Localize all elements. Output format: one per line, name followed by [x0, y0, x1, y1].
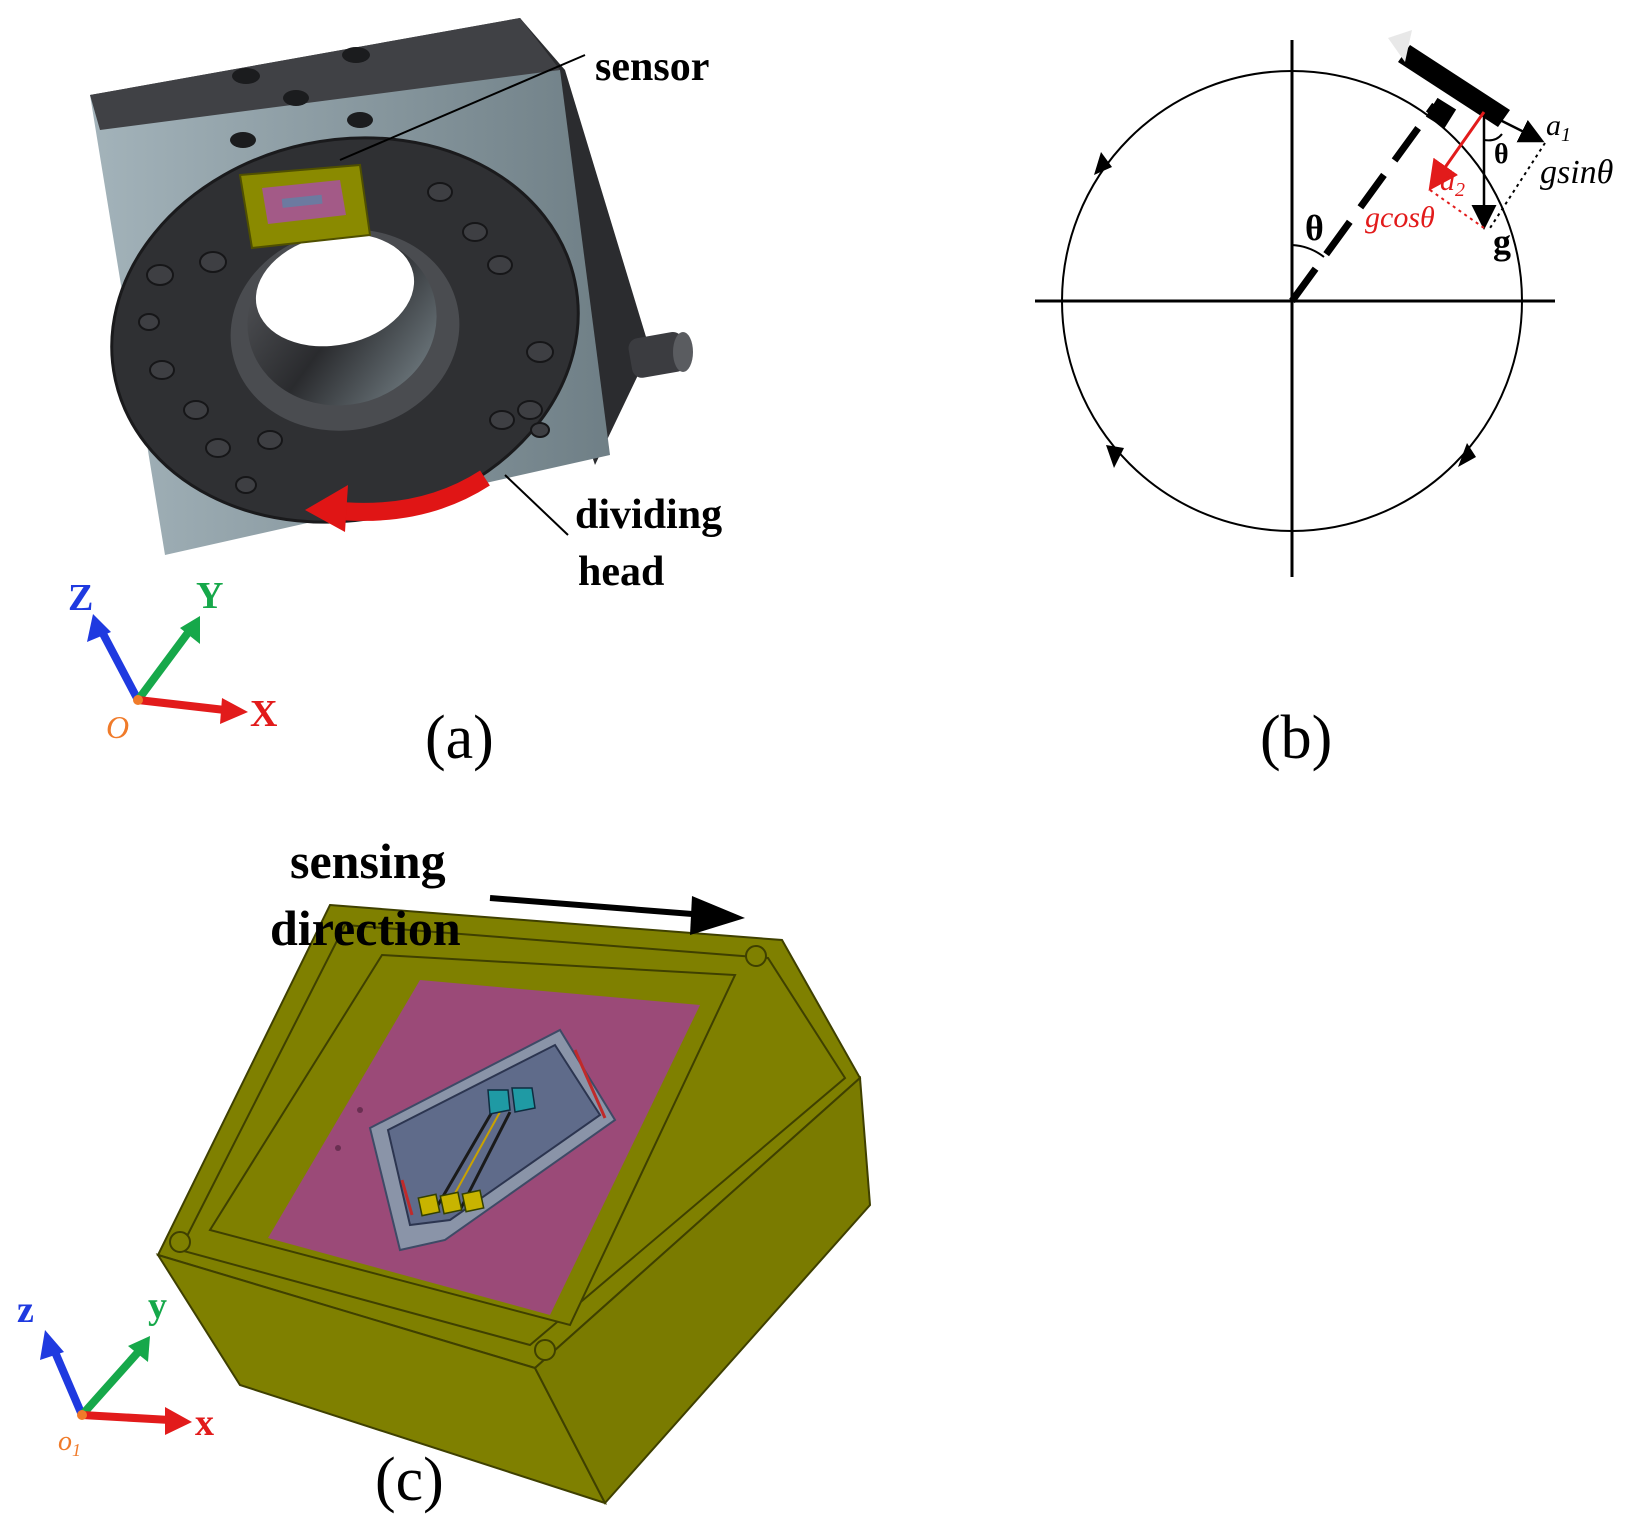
chip-slot-red-left	[400, 1179, 414, 1216]
gsin-label: gsinθ	[1540, 154, 1613, 191]
sensor-chip-inner	[386, 1043, 602, 1227]
sensor-mount	[1425, 97, 1457, 129]
origin-dot-c	[77, 1410, 87, 1420]
flange-bore-hole	[255, 233, 415, 347]
caption-a: (a)	[425, 704, 494, 772]
axis-y-label: Y	[196, 575, 223, 617]
pcb-holes	[335, 1107, 363, 1151]
direction-label: direction	[270, 900, 461, 956]
a1-vector	[1483, 110, 1545, 143]
housing-right-face	[533, 1075, 872, 1505]
dashed-radius	[1289, 102, 1438, 304]
panel-c: sensing direction z y x o1 (c)	[17, 833, 872, 1514]
projection-gsin	[1489, 142, 1546, 229]
g-label: g	[1493, 222, 1511, 262]
theta-arc-sensor	[1483, 133, 1503, 142]
origin-dot	[133, 695, 143, 705]
sensor-pads-top	[487, 1087, 536, 1115]
dividing-label: dividing	[575, 492, 722, 538]
axis-x-label: X	[250, 693, 277, 735]
theta-center-label: θ	[1305, 208, 1324, 248]
theta-sensor-label: θ	[1494, 139, 1509, 170]
housing-inner-rim	[178, 923, 847, 1347]
flange-bolts	[138, 182, 554, 494]
panel-a: sensor dividing head Z Y X O (a)	[68, 18, 722, 772]
a1-label: a1	[1546, 109, 1571, 146]
theta-arc-center	[1291, 244, 1325, 258]
sensor-bar	[1398, 45, 1510, 127]
sensing-direction-arrow	[489, 895, 706, 918]
circle-direction-arrows	[1094, 152, 1476, 468]
origin-label: O	[106, 709, 129, 745]
sensing-label: sensing	[290, 833, 446, 889]
gcos-label: gcosθ	[1365, 201, 1435, 234]
sensor-pads-bottom	[417, 1189, 485, 1217]
chip-slot-red	[573, 1049, 607, 1119]
caption-b: (b)	[1260, 704, 1332, 772]
a2-vector	[1428, 111, 1486, 191]
caption-c: (c)	[375, 1446, 444, 1514]
axis-z-label: Z	[68, 577, 93, 619]
axis-y-label-c: y	[148, 1285, 167, 1327]
fixture-top-band	[90, 18, 560, 130]
rotation-arrow	[329, 470, 490, 521]
axes-a	[87, 614, 248, 724]
rotation-arrowhead	[305, 485, 348, 532]
axis-z-label-c: z	[17, 1289, 34, 1331]
sensor-housing	[238, 163, 372, 250]
a2-label: a2	[1440, 164, 1465, 201]
housing-corner-holes	[169, 945, 767, 1361]
origin-label-c: o1	[58, 1426, 81, 1460]
sensor-label: sensor	[595, 44, 709, 90]
sensor-leader-line	[339, 54, 586, 161]
head-label: head	[578, 549, 664, 595]
axes-c	[40, 1330, 192, 1435]
dividing-head-leader-line	[504, 474, 569, 536]
axis-x-label-c: x	[195, 1402, 214, 1444]
side-knob	[628, 332, 693, 378]
fixture-top-holes	[230, 47, 373, 148]
sensing-direction-arrowhead	[690, 896, 745, 935]
sensor-bar-tip	[1388, 30, 1412, 62]
panel-b: θ θ a1 gsinθ a2 gcosθ g (b)	[1035, 30, 1613, 772]
